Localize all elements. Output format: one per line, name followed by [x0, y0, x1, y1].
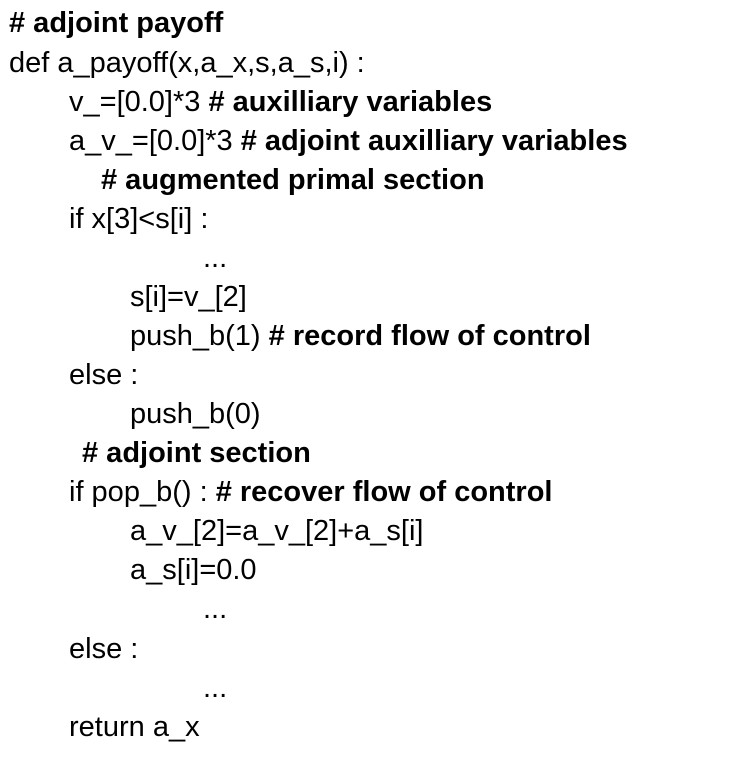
code-comment: # adjoint auxilliary variables	[240, 125, 628, 157]
code-line: ...	[203, 239, 227, 278]
code-line: def a_payoff(x,a_x,s,a_s,i) :	[9, 44, 365, 83]
code-line: push_b(0)	[130, 395, 261, 434]
code-line: a_v_[2]=a_v_[2]+a_s[i]	[130, 512, 423, 551]
code-line: push_b(1) # record flow of control	[130, 317, 591, 356]
code-comment: # adjoint section	[82, 437, 311, 469]
code-text: if pop_b() :	[69, 476, 216, 508]
code-text: a_s[i]=0.0	[130, 554, 257, 586]
code-line: if x[3]<s[i] :	[69, 200, 208, 239]
code-text: else :	[69, 359, 139, 391]
code-line: a_s[i]=0.0	[130, 551, 257, 590]
code-text: push_b(1)	[130, 320, 269, 352]
code-line: ...	[203, 590, 227, 629]
code-line: else :	[69, 356, 138, 395]
code-comment: # adjoint payoff	[9, 7, 224, 39]
code-comment: # augmented primal section	[101, 164, 485, 196]
code-text: if x[3]<s[i] :	[69, 203, 209, 235]
code-line: if pop_b() : # recover flow of control	[69, 473, 552, 512]
code-text: v_=[0.0]*3	[69, 86, 209, 118]
code-line: # adjoint payoff	[9, 4, 223, 43]
code-line: v_=[0.0]*3 # auxilliary variables	[69, 83, 492, 122]
code-line: else :	[69, 630, 138, 669]
code-line: s[i]=v_[2]	[130, 278, 247, 317]
code-text: ...	[203, 242, 228, 274]
code-line: ...	[203, 669, 227, 708]
code-comment: # auxilliary variables	[208, 86, 493, 118]
code-text: def a_payoff(x,a_x,s,a_s,i) :	[9, 47, 365, 79]
code-comment: # record flow of control	[268, 320, 591, 352]
code-text: ...	[203, 672, 228, 704]
code-text: s[i]=v_[2]	[130, 281, 247, 313]
code-text: a_v_=[0.0]*3	[69, 125, 241, 157]
code-text: a_v_[2]=a_v_[2]+a_s[i]	[130, 515, 424, 547]
code-text: return a_x	[69, 711, 200, 743]
code-line: # adjoint section	[82, 434, 311, 473]
code-text: else :	[69, 633, 139, 665]
code-text: ...	[203, 593, 228, 625]
code-line: # augmented primal section	[101, 161, 485, 200]
code-comment: # recover flow of control	[215, 476, 553, 508]
code-line: a_v_=[0.0]*3 # adjoint auxilliary variab…	[69, 122, 628, 161]
code-text: push_b(0)	[130, 398, 261, 430]
code-line: return a_x	[69, 708, 200, 747]
